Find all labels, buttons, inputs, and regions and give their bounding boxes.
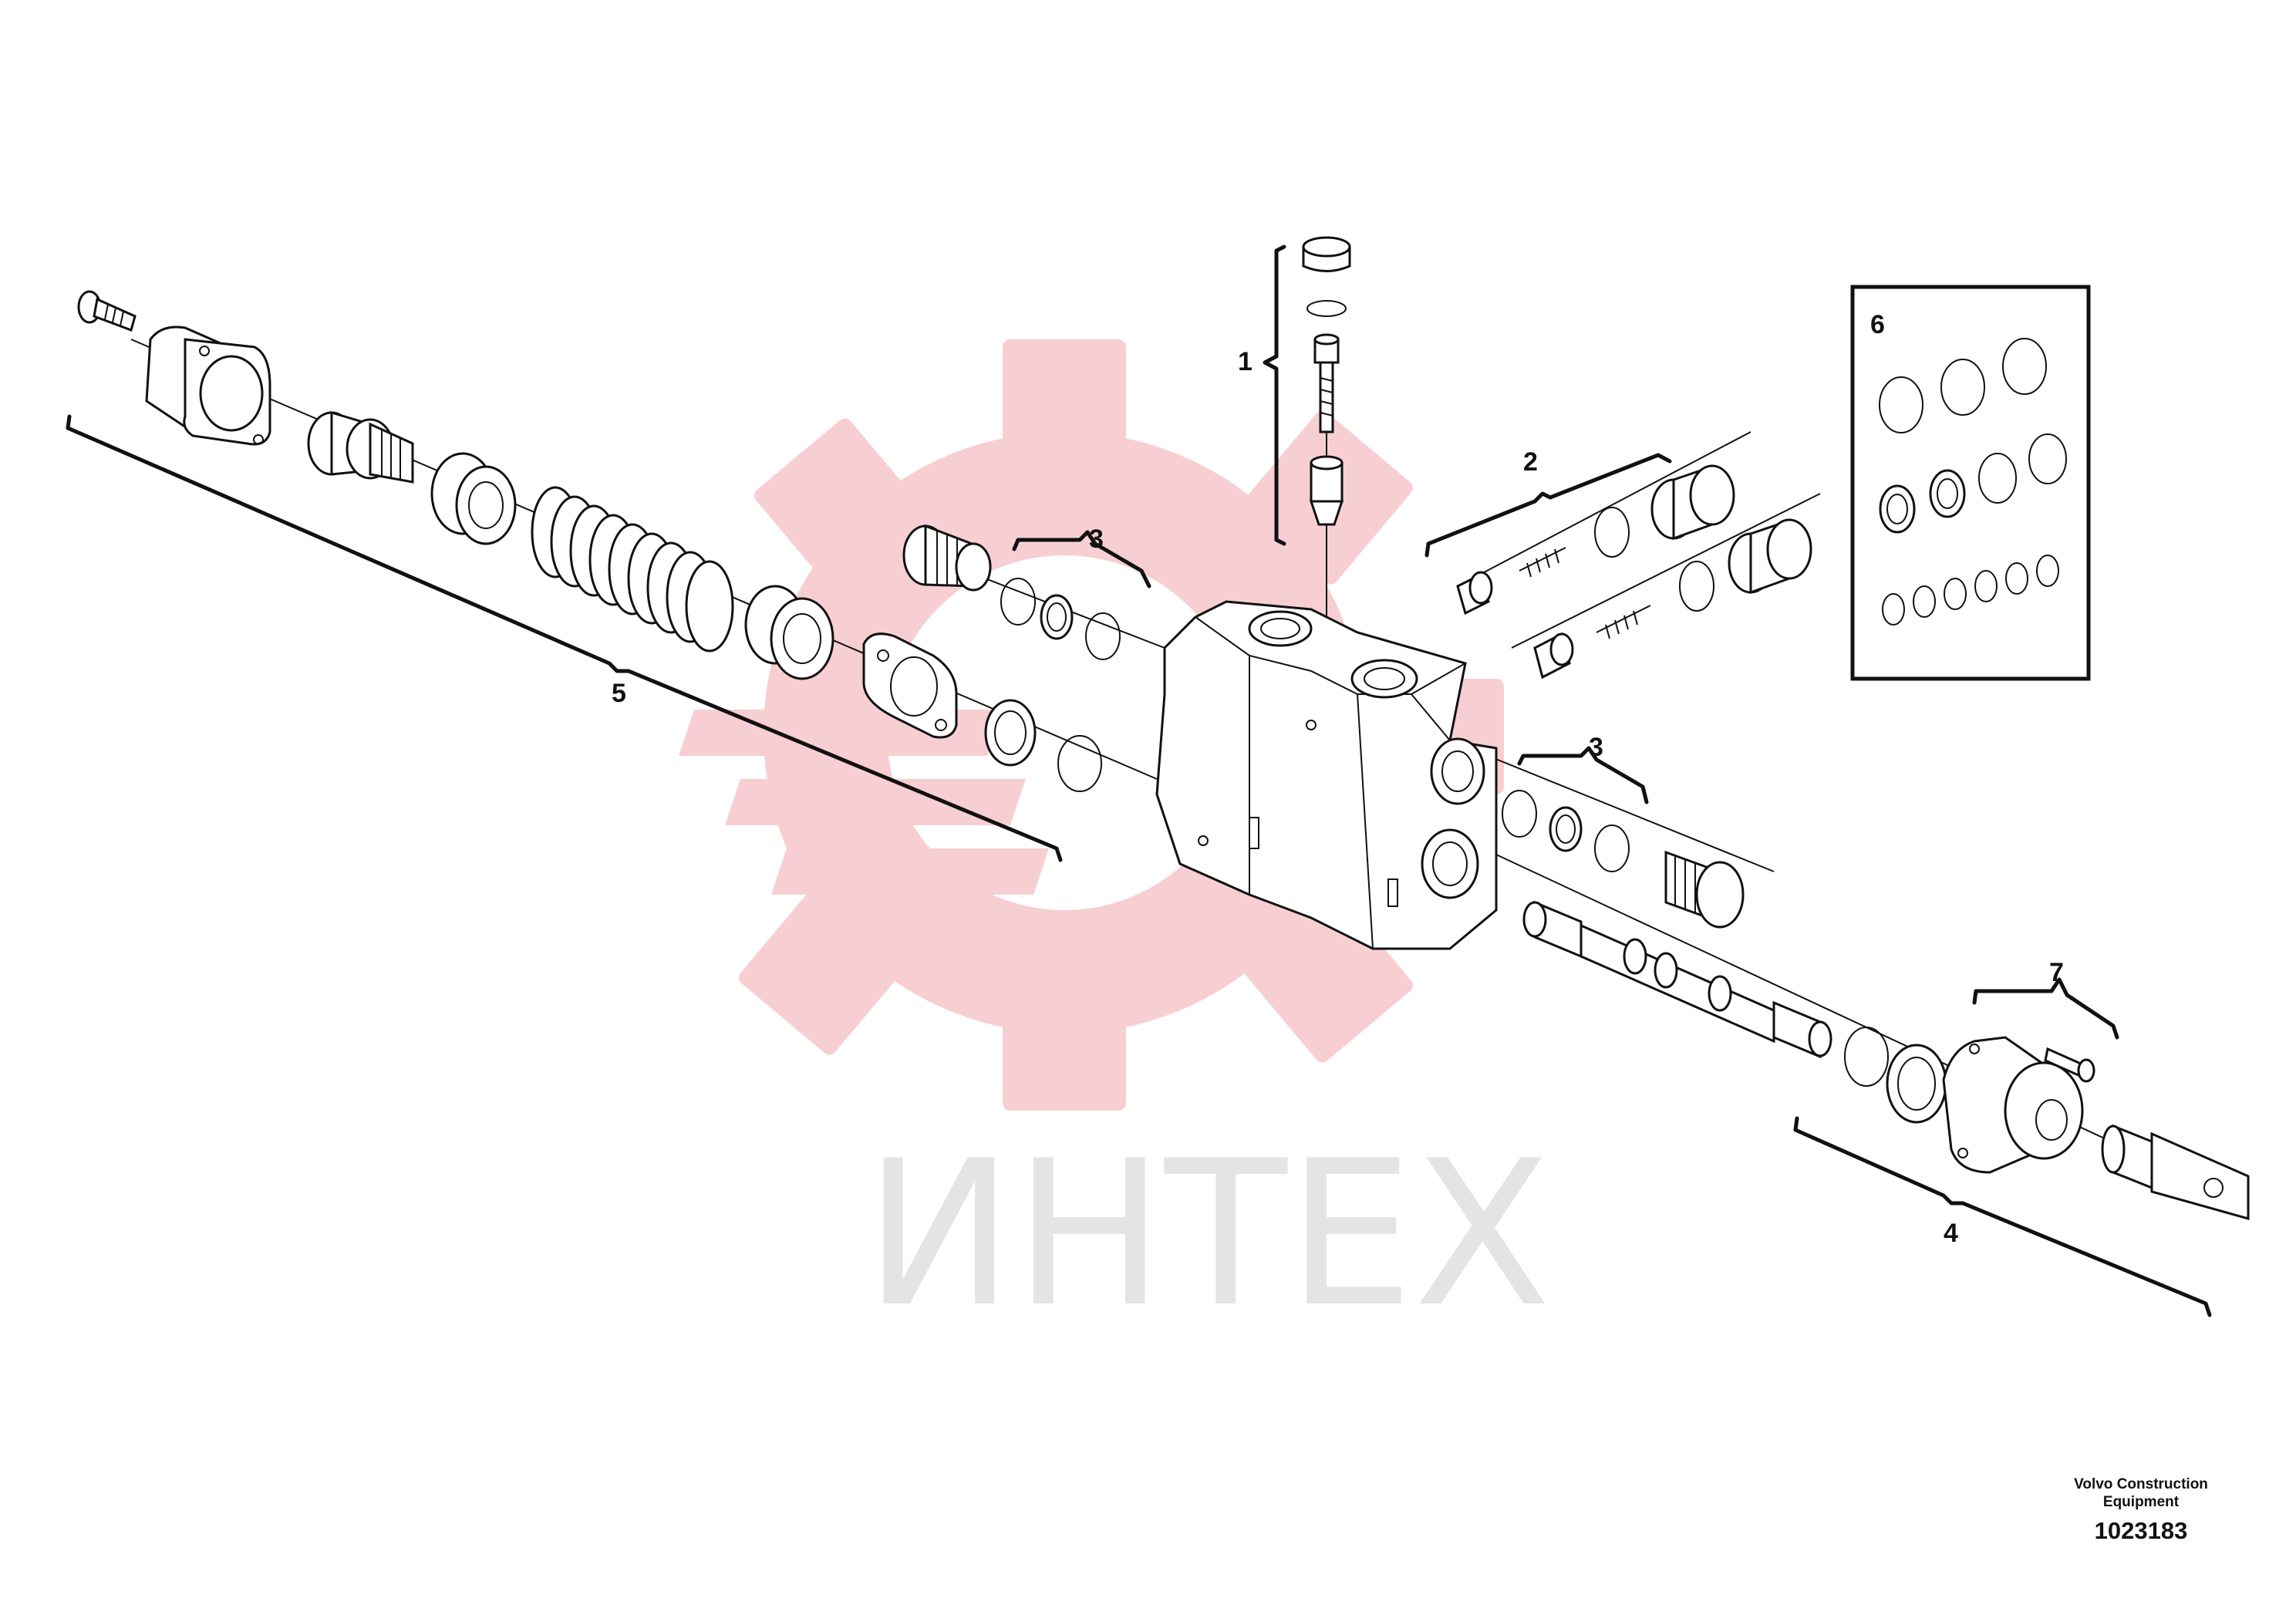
right-end-assembly — [1844, 1027, 2250, 1220]
top-valve-stack — [1302, 236, 1351, 526]
upper-left-plug-group — [902, 524, 1121, 660]
seal-ring-inner — [994, 710, 1027, 755]
watermark-text: ИНТЕХ — [864, 1118, 1551, 1351]
bushing-part — [430, 452, 517, 545]
callout-5: 5 — [612, 679, 626, 708]
credit-line-1: Volvo Construction — [2074, 1476, 2208, 1492]
callout-3-left: 3 — [1089, 524, 1104, 554]
document-number: 1023183 — [2095, 1517, 2188, 1544]
o-ring-part — [1057, 735, 1102, 792]
relief-valve-group — [1456, 464, 1812, 679]
callout-4: 4 — [1944, 1219, 1958, 1248]
bushing-part-2 — [744, 585, 834, 680]
left-assembly — [77, 290, 1102, 792]
threaded-plug-part — [307, 410, 414, 484]
seal-ring-part — [984, 699, 1037, 767]
bolt-part — [77, 290, 137, 332]
spool-part — [1522, 900, 1832, 1059]
inset-label: 6 — [1870, 310, 1885, 339]
end-cap-part — [145, 325, 271, 446]
right-plug-group — [1502, 790, 1745, 929]
callout-1: 1 — [1238, 347, 1253, 376]
seal-kit-inset: 6 — [1850, 285, 2091, 681]
group-brackets — [66, 244, 2212, 1317]
callout-7: 7 — [2049, 958, 2064, 987]
credit-line-2: Equipment — [2103, 1494, 2180, 1510]
callout-2: 2 — [1523, 447, 1538, 477]
spring-part — [531, 486, 734, 653]
flange-plate-part — [862, 632, 958, 739]
callout-3-right: 3 — [1589, 733, 1603, 762]
valve-body-part — [1155, 600, 1498, 950]
